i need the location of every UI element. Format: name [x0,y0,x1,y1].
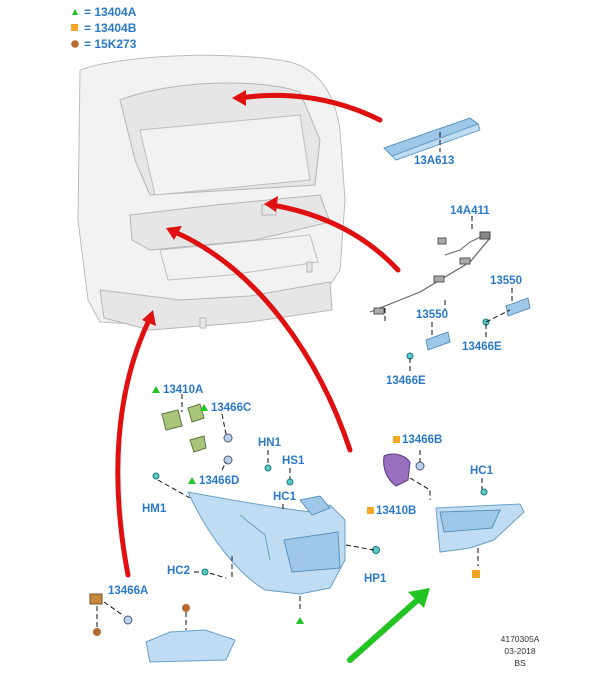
license-lamps: 13550 13550 13466E 13466E [386,275,531,387]
label-13466a: 13466A [108,585,148,597]
label-hc1-left: HC1 [273,491,297,503]
label-13550-right: 13550 [490,275,522,287]
high-mount-stop-lamp: 13A613 [383,117,481,167]
red-arrows [115,90,401,578]
legend-item-13404b: = 13404B [84,21,137,35]
drawing-date: 03-2018 [504,646,535,656]
label-13410b: 13410B [376,505,416,517]
bumper-reflector: 13466A [89,585,236,663]
label-13550-left: 13550 [416,309,448,321]
label-13466e-right: 13466E [462,341,502,353]
label-hc1-right: HC1 [470,465,494,477]
label-13410a: 13410A [163,384,203,396]
square-marker-icon [367,507,374,514]
triangle-marker-icon [188,477,196,484]
drawing-code: 4170305A [501,634,540,644]
left-tail-lamp-assembly [187,491,346,595]
label-13466b: 13466B [402,434,442,446]
drawing-initials: BS [514,658,526,668]
label-hs1: HS1 [282,455,305,467]
right-tail-lamp: 13466B 13410B HC1 [367,434,525,578]
vehicle-rear-illustration [77,54,346,331]
label-hp1: HP1 [364,573,387,585]
license-lamp-harness: 14A411 [369,205,491,322]
square-marker-icon [393,436,400,443]
label-13466d: 13466D [199,475,239,487]
triangle-marker-icon [152,386,160,393]
left-lamp-hardware: HN1 HS1 HC1 HM1 HC2 HP1 [142,437,387,624]
legend-item-13404a: = 13404A [84,5,137,19]
square-marker-icon [472,570,480,578]
legend-square-icon [71,24,78,31]
triangle-marker-icon [200,404,208,411]
green-arrow [347,588,430,663]
triangle-marker-icon [296,617,304,624]
label-13466c: 13466C [211,402,251,414]
label-hm1: HM1 [142,503,167,515]
label-13466e-left: 13466E [386,375,426,387]
label-13a613: 13A613 [414,155,454,167]
drawing-code-block: 4170305A 03-2018 BS [501,634,540,668]
left-lamp-sockets: 13410A 13466C 13466D [152,384,251,487]
label-hc2: HC2 [167,565,190,577]
legend-item-15k273: = 15K273 [84,37,137,51]
legend: = 13404A = 13404B = 15K273 [71,5,137,51]
legend-circle-icon [71,40,79,48]
label-14a411: 14A411 [450,205,490,217]
label-hn1: HN1 [258,437,282,449]
legend-triangle-icon [72,9,78,15]
